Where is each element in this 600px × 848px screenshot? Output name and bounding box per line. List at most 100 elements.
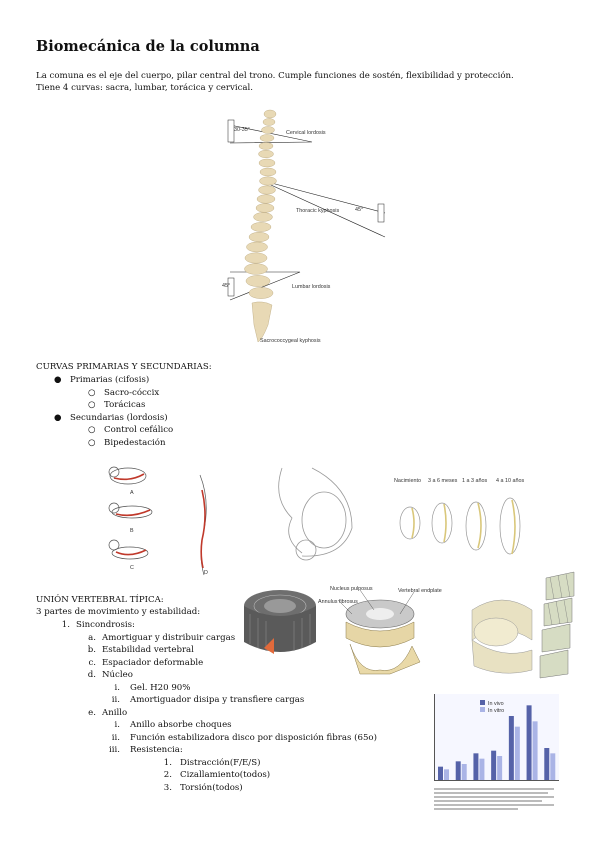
chart-bar [526,705,532,780]
list-item: iii. Resistencia: [36,744,377,757]
list-item-label: Primarias (cifosis) [70,375,150,385]
list-item-label: Sincondrosis: [76,620,135,630]
spine-curves-figure: 30-35° 45° 45° Cervical lordosis Thoraci… [200,100,400,355]
list-item: c.Espaciador deformable [36,657,377,670]
list-marker: 2. [163,770,172,780]
figure-letter-b: B [130,528,134,534]
list-item: i.Anillo absorbe choques [36,719,377,732]
list-item-label: Núcleo [102,670,133,680]
growth-label: Nacimiento [394,478,421,484]
angle-label-cervical: 30-35° [234,127,250,133]
chart-bar [544,748,550,780]
circle-bullet-icon: ○ [88,387,96,398]
list-marker: 1. [61,620,70,630]
chart-bars [438,705,556,780]
bullet-icon: ● [54,412,62,423]
label-nucleus-pulposus: Nucleus pulposus [330,586,373,592]
chart-legend: In vivo In vitro [480,700,504,714]
list-marker: a. [88,632,96,643]
list-item: 2. Cizallamiento(todos) [36,769,377,782]
list-item: ○ Torácicas [54,399,173,412]
list-item: 1. Sincondrosis: [36,619,377,632]
list-marker: iii. [109,745,120,755]
chart-bar [491,750,497,780]
list-item: 3.Torsión(todos) [36,782,377,795]
chart-bar [455,761,461,780]
growth-label: 1 a 3 años [462,478,488,484]
list-item-label: Amortiguador disipa y transfiere cargas [130,695,305,705]
legend-item: In vitro [480,707,504,714]
label-lumbar-lordosis: Lumbar lordosis [292,284,331,290]
angle-label-lumbar: 45° [222,283,231,289]
figure-letter-c: C [130,565,134,571]
intro-line-2: Tiene 4 curvas: sacra, lumbar, torácica … [36,83,254,93]
list-item: i. Gel. H20 90% [36,682,377,695]
list-item-label: Torácicas [104,400,146,410]
chart-bar [444,769,449,780]
list-item: b.Estabilidad vertebral [36,644,377,657]
label-vertebral-endplate: Vertebral endplate [398,588,442,594]
list-marker: i. [114,682,120,693]
bar-chart-figure: In vivo In vitro [420,694,560,834]
label-annulus-fibrosus: Annulus fibrosus [318,599,358,605]
page-title: Biomecánica de la columna [36,38,260,55]
list-item-label: Secundarias (lordosis) [70,412,168,423]
vertebra-disc-figure: Nucleus pulposus Annulus fibrosus Verteb… [318,584,445,676]
list-item-label: Control cefálico [104,425,174,435]
disc-cross-section-figure [240,584,320,664]
legend-item: In vivo [480,700,504,707]
fetus-illustration [278,467,353,561]
list-item-label: Bipedestación [104,437,166,448]
bullet-icon: ● [54,375,62,385]
annulus-illustration [471,571,575,679]
growth-label: 3 a 6 meses [428,478,458,484]
chart-bar [508,716,514,780]
chart-bar [550,753,556,780]
list-item: ii. Amortiguador disipa y transfiere carg… [36,694,377,707]
label-sacrococcygeal-kyphosis: Sacrococcygeal kyphosis [260,338,321,344]
disc-illustration [244,590,316,654]
chart-bar [532,721,538,780]
chart-bar [461,764,467,780]
list-item: d.Núcleo [36,669,377,682]
curvas-list: ●Primarias (cifosis) ○Sacro-cóccix ○Torá… [54,374,173,449]
list-item-label: Cizallamiento(todos) [180,770,271,780]
circle-bullet-icon: ○ [88,437,96,448]
list-item-label: Resistencia: [130,745,183,755]
list-item: e.Anillo [36,707,377,720]
chart-bar [514,726,520,780]
chart-caption [434,786,554,812]
list-marker: b. [87,645,96,655]
list-item-label: Función estabilizadora disco por disposi… [130,732,377,743]
list-item: 1. Distracción(F/E/S) [36,757,377,770]
list-item: ● Primarias (cifosis) [54,374,173,387]
list-item-label: Amortiguar y distribuir cargas [102,632,236,643]
annulus-fibres-figure [462,570,580,680]
growth-sequence-figure: Nacimiento 3 a 6 meses 1 a 3 años 4 a 10… [390,478,530,568]
list-item-label: Gel. H20 90% [130,682,191,693]
legend-swatch-icon [480,700,485,705]
legend-label: In vitro [488,708,505,714]
list-item: ● Secundarias (lordosis) [54,412,173,425]
growth-illustration [399,497,521,555]
list-marker: ii. [111,732,120,743]
union-heading: UNIÓN VERTEBRAL TÍPICA: [36,595,164,605]
baby-illustration [108,466,207,576]
list-item-label: Distracción(F/E/S) [180,757,261,768]
union-subheading: 3 partes de movimiento y estabilidad: [36,607,201,617]
baby-development-figure: A B C D [100,460,230,580]
chart-plot-area [434,694,559,781]
curvas-heading: CURVAS PRIMARIAS Y SECUNDARIAS: [36,362,212,372]
circle-bullet-icon: ○ [88,400,96,410]
chart-bar [479,758,485,780]
list-item-label: Anillo absorbe choques [130,720,232,730]
chart-bar [497,756,503,780]
circle-bullet-icon: ○ [88,425,96,435]
legend-label: In vivo [488,701,504,707]
angle-label-thoracic: 45° [355,207,364,213]
list-item-label: Espaciador deformable [102,657,204,668]
list-marker: 1. [163,757,172,768]
list-marker: ii. [111,695,120,705]
chart-bar [438,766,443,780]
list-item: ○ Bipedestación [54,437,173,450]
